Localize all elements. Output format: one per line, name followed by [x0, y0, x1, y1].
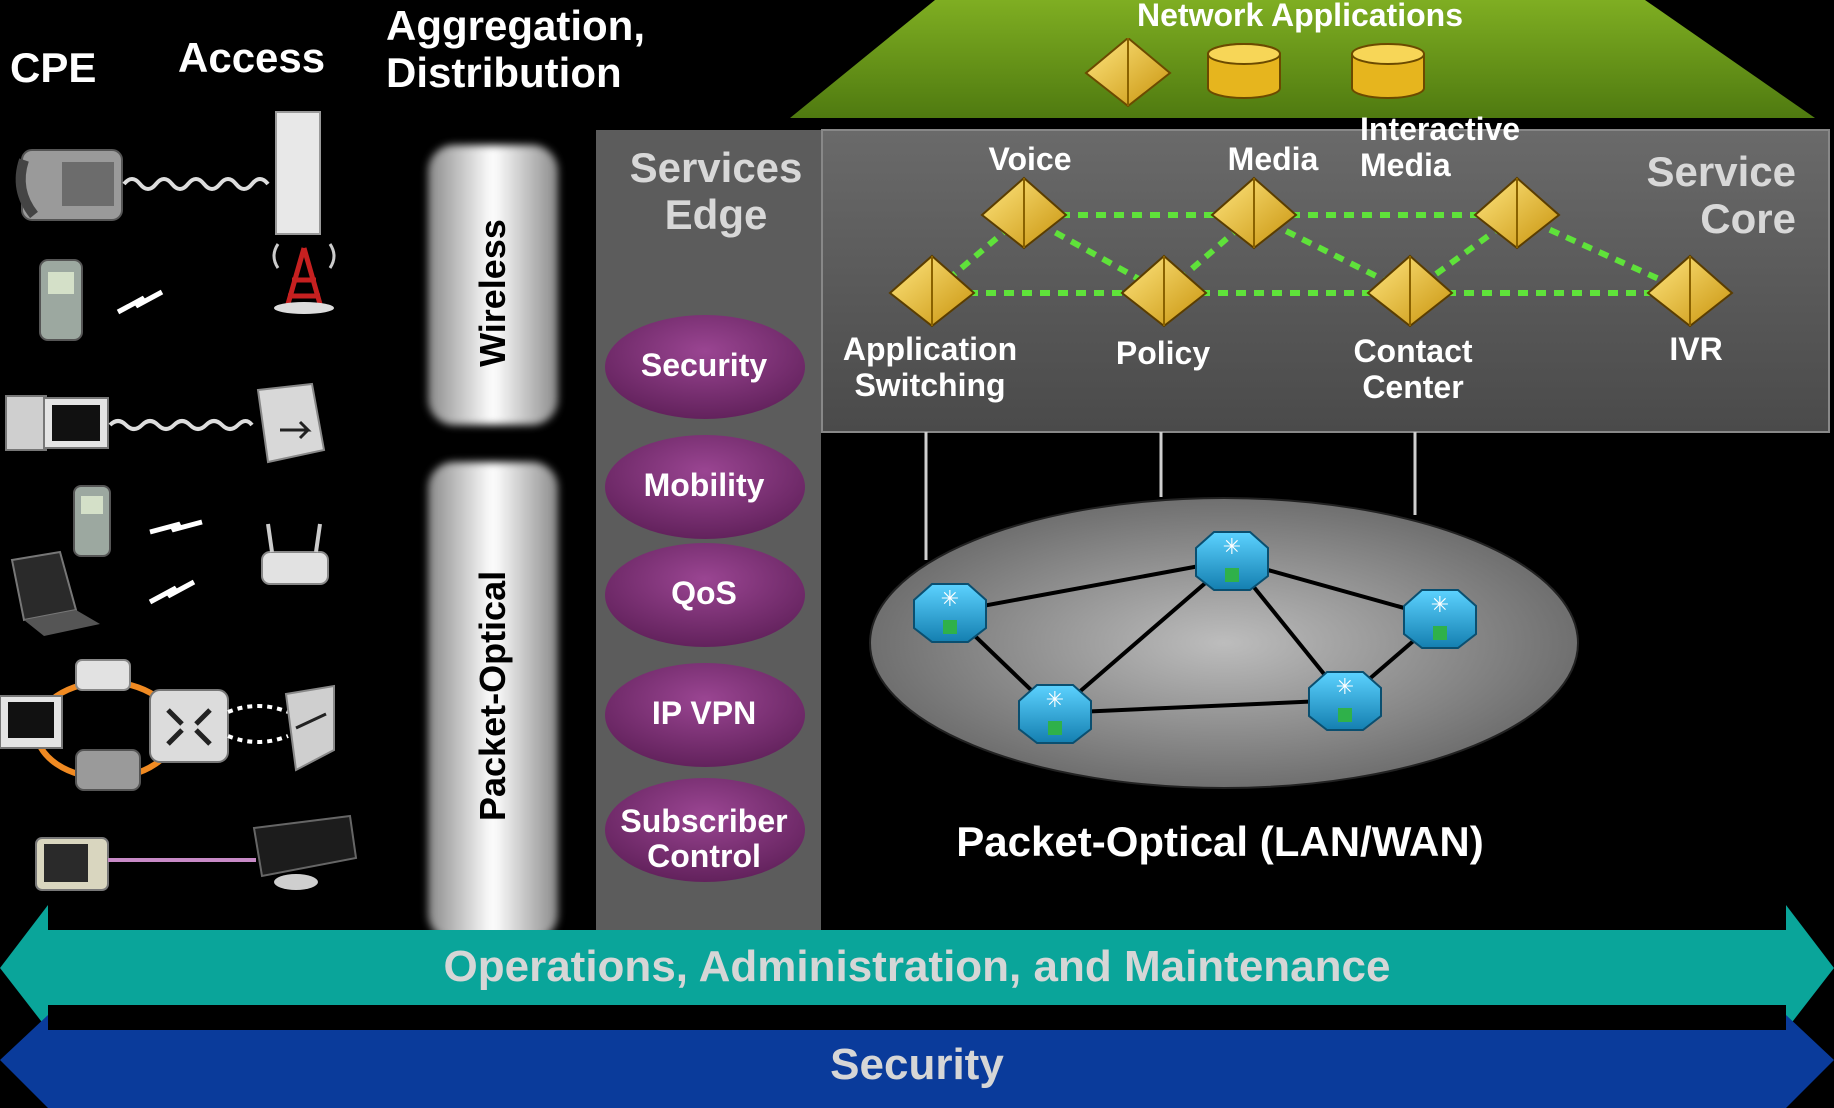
- oam-band-label: Operations, Administration, and Maintena…: [443, 942, 1391, 991]
- router-icon: ✳: [1403, 589, 1477, 649]
- ip-vpn-capability: IP VPN: [651, 695, 757, 731]
- wireless-link-icon: [149, 519, 203, 535]
- svg-text:✳: ✳: [941, 587, 959, 612]
- dslam-cabinet-icon: [275, 111, 321, 235]
- router-icon: ✳: [1308, 671, 1382, 731]
- service-core-graph: [888, 176, 1734, 328]
- network-applications-title: Network Applications: [1137, 0, 1463, 33]
- access-node-icon: [256, 382, 326, 464]
- security-band-label: Security: [830, 1040, 1004, 1089]
- database-icon: [1351, 43, 1425, 99]
- svg-text:✳: ✳: [1336, 675, 1354, 700]
- handheld-device-icon: [73, 485, 111, 557]
- network-applications-icons: [1084, 38, 1425, 108]
- contact-center-node-icon: [1366, 254, 1454, 328]
- handheld-device-icon: [39, 259, 83, 341]
- desk-phone-icon: [15, 149, 123, 221]
- service-core-title: Service Core: [1646, 148, 1796, 243]
- services-edge-title: Services Edge: [629, 144, 803, 239]
- wireless-link-icon: [148, 579, 196, 605]
- desktop-computer-icon: [5, 395, 109, 451]
- aggregation-column-heading: Aggregation, Distribution: [386, 2, 645, 97]
- contact-center-node-label: Contact Center: [1353, 333, 1473, 405]
- subscriber-control-capability: Subscriber Control: [620, 803, 788, 875]
- wireless-link-icon: [116, 289, 164, 315]
- policy-node-label: Policy: [1115, 335, 1211, 371]
- qos-capability: QoS: [671, 575, 737, 611]
- voice-node-icon: [980, 176, 1068, 250]
- policy-node-icon: [1120, 254, 1208, 328]
- transport-label: Packet-Optical (LAN/WAN): [956, 818, 1484, 865]
- media-node-label: Media: [1227, 141, 1319, 177]
- router-icon: ✳: [913, 583, 987, 643]
- copper-wire-icon: [108, 419, 254, 431]
- router-icon: ✳: [1195, 531, 1269, 591]
- interactive-media-node-icon: [1473, 176, 1561, 250]
- set-top-box-icon: [252, 814, 358, 890]
- security-capability: Security: [640, 347, 768, 383]
- database-icon: [1207, 43, 1281, 99]
- voice-node-label: Voice: [988, 141, 1072, 177]
- optical-link-icon: [227, 704, 289, 744]
- ring-network-icon: [0, 659, 179, 791]
- cpe-column-heading: CPE: [10, 44, 97, 91]
- svg-text:✳: ✳: [1431, 593, 1449, 618]
- packet-optical-bar-label: Packet-Optical: [472, 570, 513, 821]
- app-server-diamond-icon: [1084, 38, 1172, 108]
- copper-wire-icon: [122, 177, 270, 191]
- application-switching-node-icon: [888, 254, 976, 328]
- cell-tower-icon: [272, 243, 336, 314]
- wireless-bar-label: Wireless: [472, 219, 513, 367]
- television-icon: [35, 837, 109, 891]
- router-icon: ✳: [1018, 684, 1092, 744]
- device-icons: [0, 111, 358, 891]
- wifi-access-point-icon: [261, 523, 329, 585]
- interactive-media-node-label: Interactive Media: [1360, 111, 1521, 183]
- mobility-capability: Mobility: [643, 467, 765, 503]
- ivr-node-icon: [1646, 254, 1734, 328]
- access-column-heading: Access: [178, 34, 326, 81]
- ethernet-switch-icon: [149, 689, 229, 763]
- svg-text:✳: ✳: [1223, 535, 1241, 560]
- media-node-icon: [1210, 176, 1298, 250]
- services-edge-pills: [605, 315, 805, 882]
- fiber-node-icon: [284, 684, 335, 772]
- svg-text:✳: ✳: [1046, 688, 1064, 713]
- application-switching-node-label: Application Switching: [842, 331, 1018, 403]
- laptop-icon: [10, 550, 100, 636]
- ivr-node-label: IVR: [1669, 331, 1723, 367]
